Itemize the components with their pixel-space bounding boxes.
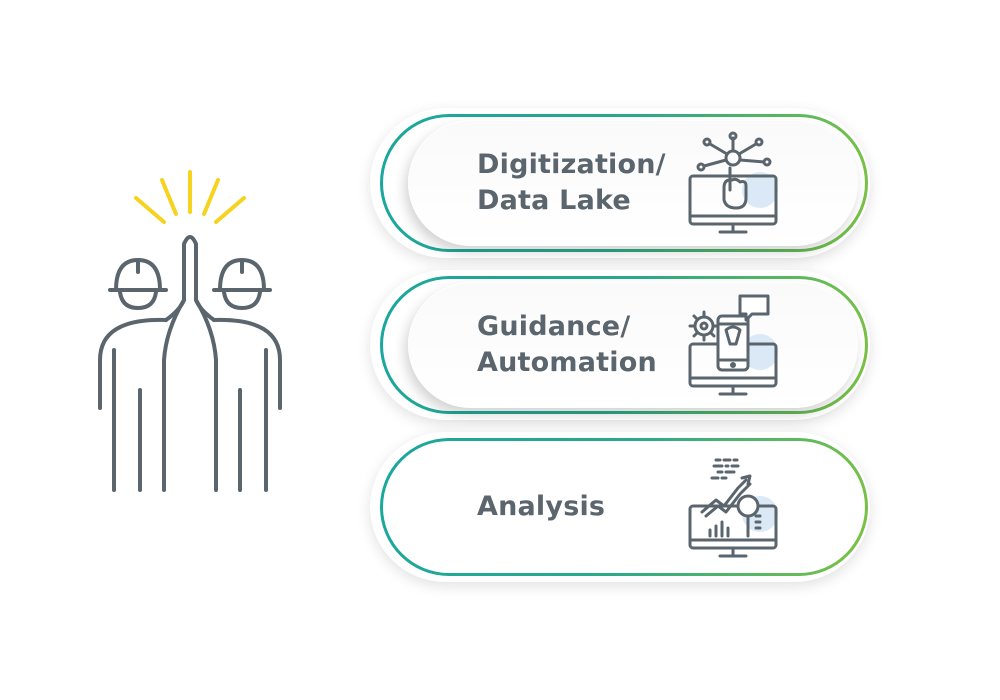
pill-inner-button [408,120,858,246]
pill-inner-button [408,282,858,408]
step-label-line1: Digitization/ [477,149,666,180]
workers-outline [98,235,282,492]
process-steps: Digitization/ Data Lake [370,100,910,590]
spark-lines [134,170,246,224]
touch-network-monitor-icon [680,128,790,238]
workers-high-five-illustration [80,160,300,510]
step-label-line2: Data Lake [477,185,631,216]
step-analysis: Analysis [370,432,890,582]
step-label: Digitization/ Data Lake [477,108,666,258]
phone-gear-monitor-icon [680,290,790,400]
step-guidance: Guidance/ Automation [370,270,890,420]
chart-magnifier-monitor-icon [680,452,790,562]
step-digitization: Digitization/ Data Lake [370,108,890,258]
step-label: Analysis [477,432,605,582]
step-label-line2: Automation [477,347,657,378]
high-five-icon [98,170,282,492]
step-label: Guidance/ Automation [477,270,657,420]
step-label-line1: Guidance/ [477,311,631,342]
step-label-line1: Analysis [477,491,606,522]
pill-gradient-ring [380,438,868,576]
